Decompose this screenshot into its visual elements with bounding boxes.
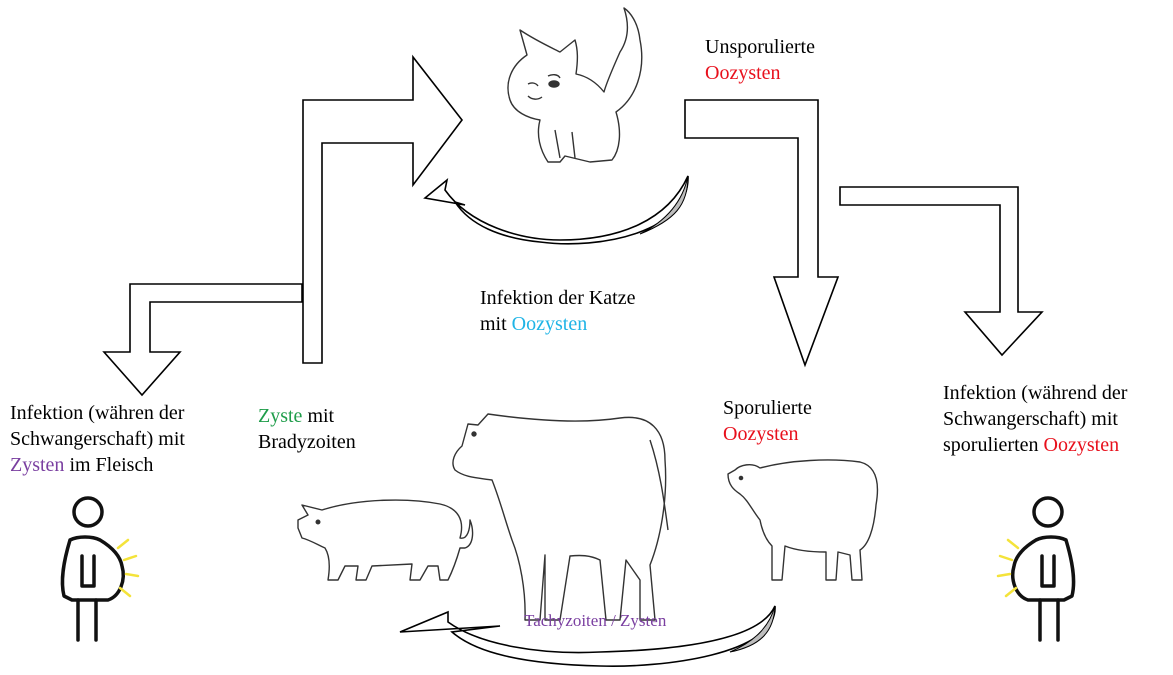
- tachyzoite-label: Tachyzoiten / Zysten: [524, 608, 666, 634]
- left-infection-label: Infektion (währen der Schwangerschaft) m…: [10, 400, 185, 478]
- cat-icon: [508, 8, 642, 162]
- arrow-to-sporulated: [685, 100, 838, 365]
- cow-icon: [453, 414, 668, 620]
- cyst-label: Zyste mit Bradyzoiten: [258, 403, 356, 455]
- sporulated-label: Sporulierte Oozysten: [723, 395, 812, 447]
- cat-infection-label: Infektion der Katze mit Oozysten: [480, 285, 635, 337]
- arrow-to-left-woman: [104, 284, 302, 395]
- pig-icon: [298, 500, 473, 580]
- unsporulated-label: Unsporulierte Oozysten: [705, 34, 815, 86]
- arrow-to-cat: [303, 57, 462, 363]
- arrow-to-right-woman: [840, 187, 1042, 355]
- pregnant-woman-icon-right: [1013, 498, 1074, 640]
- cat-curve-arrow: [425, 176, 688, 244]
- sheep-icon: [728, 460, 877, 580]
- right-infection-label: Infektion (während der Schwangerschaft) …: [943, 380, 1127, 458]
- pregnant-woman-icon: [62, 498, 123, 640]
